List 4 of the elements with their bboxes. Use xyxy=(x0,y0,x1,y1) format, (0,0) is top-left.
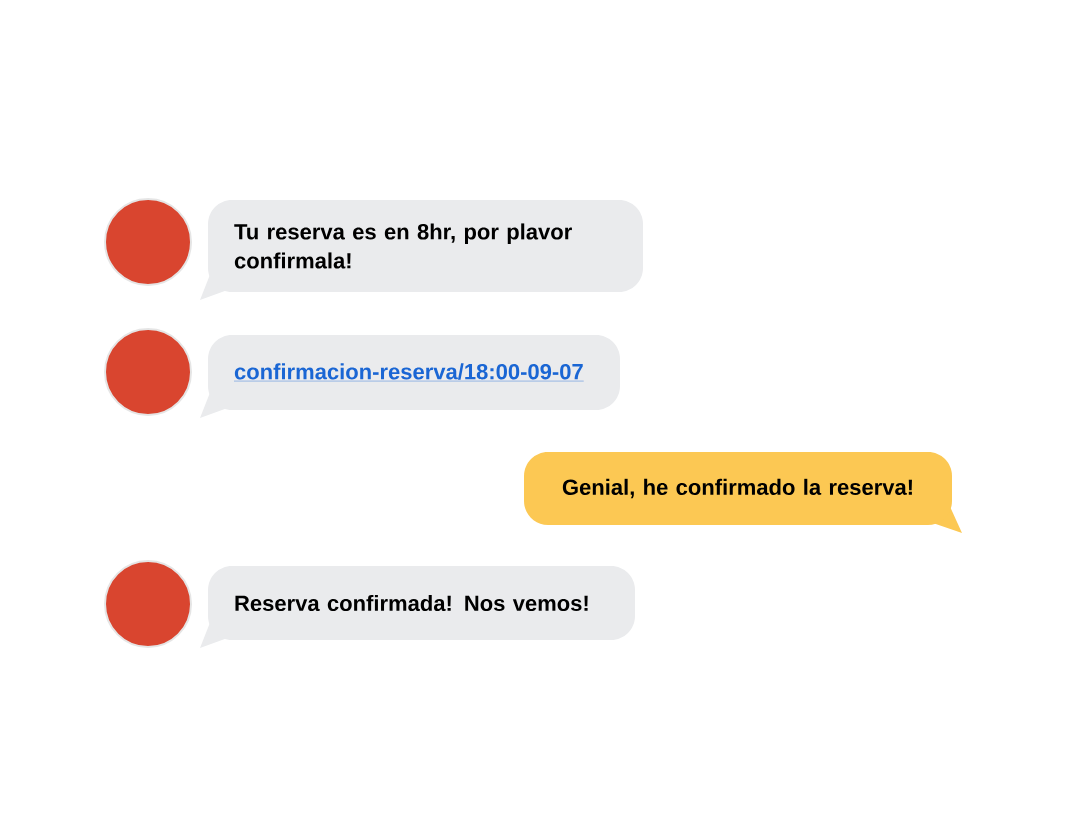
message-bubble: Genial, he confirmado la reserva! xyxy=(524,452,962,533)
message-bubble: Tu reserva es en 8hr, por plavor confirmala! xyxy=(200,200,643,300)
message-bubble: Reserva confirmada! Nos vemos! xyxy=(200,566,635,648)
message-bubble: confirmacion-reserva/18:00-09-07 xyxy=(200,335,620,418)
